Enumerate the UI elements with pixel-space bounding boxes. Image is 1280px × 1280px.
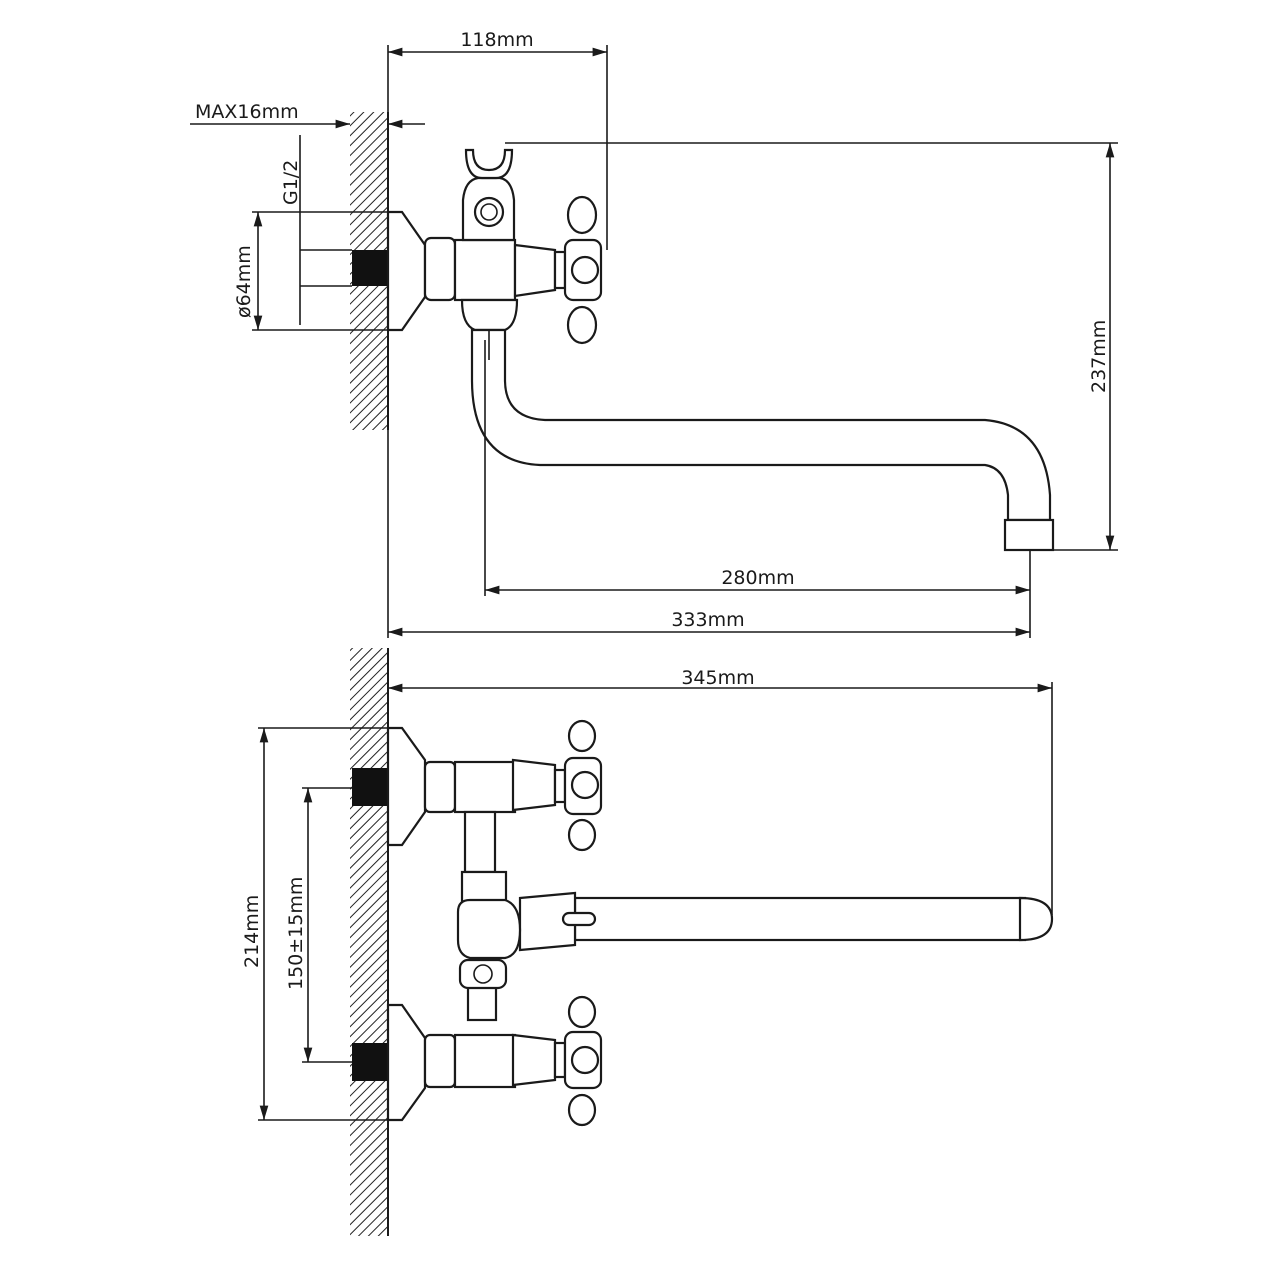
dim-max16: MAX16mm [195,101,299,123]
faucet-plan [386,719,1054,1127]
faucet-side [386,148,1055,552]
dim-214: 214mm [241,895,263,968]
inlet-block [352,250,388,286]
inlet-block-upper [352,768,388,806]
dim-g12: G1/2 [280,160,302,205]
side-view: 118mm MAX16mm G1/2 ø64mm 237mm 280mm 333… [190,29,1118,638]
dim-345: 345mm [681,667,754,689]
dim-237: 237mm [1088,320,1110,393]
inlet-block-lower [352,1043,388,1081]
plan-view: 345mm 214mm 150±15mm [241,648,1054,1236]
dim-64: ø64mm [233,245,255,318]
dim-150: 150±15mm [285,877,307,990]
dim-118: 118mm [460,29,533,51]
wall-hatch-2 [350,648,388,1236]
dim-333: 333mm [671,609,744,631]
dim-280: 280mm [721,567,794,589]
